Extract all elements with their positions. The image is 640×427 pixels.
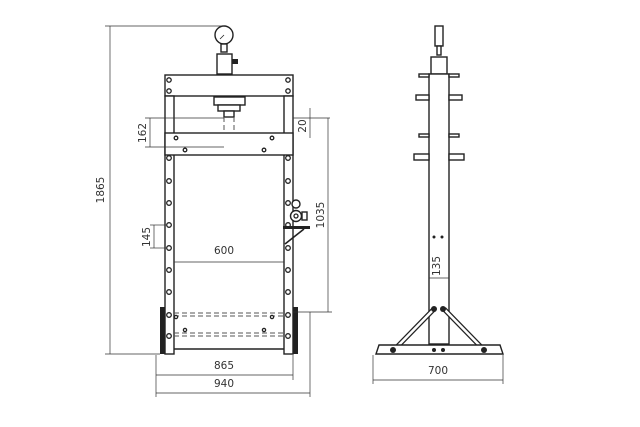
- side-dimensions: 135 700: [372, 256, 504, 384]
- side-base: [375, 344, 504, 355]
- upright-holes: [166, 155, 291, 339]
- dim-overall-width: 940: [214, 378, 234, 390]
- dim-column-depth: 135: [431, 256, 443, 276]
- dim-table-thickness: 162: [137, 123, 149, 143]
- press-table: [164, 132, 294, 156]
- dim-inner-width: 600: [214, 245, 234, 257]
- side-view: [375, 25, 504, 355]
- dim-base-depth: 700: [428, 365, 448, 377]
- dim-ram-gap: 20: [297, 119, 309, 132]
- dim-base-width: 865: [214, 360, 234, 372]
- dim-hole-pitch: 145: [141, 227, 153, 247]
- front-view: [160, 25, 310, 355]
- pump-cylinder: [216, 53, 233, 75]
- hand-pump-icon: [283, 199, 310, 245]
- dim-overall-height: 1865: [95, 177, 107, 204]
- side-column: [428, 73, 450, 345]
- dim-working-height: 1035: [315, 202, 327, 229]
- front-dimensions: 1865 162 20 1035 145 600 865 940: [95, 25, 332, 397]
